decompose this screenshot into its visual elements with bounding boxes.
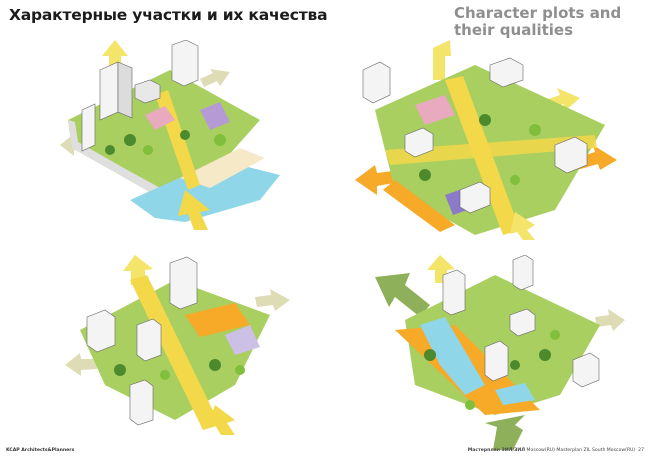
flow-arrow-icon xyxy=(200,69,230,87)
building-block-icon xyxy=(81,103,96,152)
tree-icon xyxy=(465,400,475,410)
water xyxy=(130,160,280,222)
tree-icon xyxy=(235,365,245,375)
page-title-en-line2: their qualities xyxy=(454,21,574,39)
tree-icon xyxy=(510,360,520,370)
building-block-icon xyxy=(129,379,154,426)
building-block-icon xyxy=(86,309,116,353)
building-block-icon xyxy=(489,57,524,88)
flow-arrow-icon xyxy=(375,273,430,317)
tree-icon xyxy=(550,330,560,340)
tree-icon xyxy=(180,130,190,140)
flow-arrow-icon xyxy=(595,309,625,331)
building-block-icon xyxy=(99,61,119,121)
building-block-icon xyxy=(404,127,434,158)
plot-diagram-park xyxy=(375,255,625,450)
building-block-icon xyxy=(117,61,133,119)
pink-square xyxy=(145,106,175,130)
tree-icon xyxy=(510,175,520,185)
flow-arrow-icon xyxy=(65,353,97,376)
tree-icon xyxy=(160,370,170,380)
page-title-ru: Характерные участки и их качества xyxy=(9,6,328,24)
building-block-icon xyxy=(459,181,491,214)
building-block-icon xyxy=(169,256,198,310)
flow-arrow-icon xyxy=(510,212,535,240)
water xyxy=(420,317,485,395)
tree-icon xyxy=(479,114,491,126)
flow-arrow-icon xyxy=(485,415,525,450)
tree-icon xyxy=(529,124,541,136)
central-path xyxy=(130,275,220,430)
plot-diagram-riverside xyxy=(60,40,280,230)
plot-diagram-central xyxy=(355,40,617,240)
flow-arrow-icon xyxy=(123,255,153,285)
tree-icon xyxy=(105,145,115,155)
footer-project: Мастерплан ЗИЛ/ЗИЛ Moscow(RU) Masterplan… xyxy=(468,448,644,453)
court-yard xyxy=(225,325,260,355)
tree-icon xyxy=(419,169,431,181)
building-block-icon xyxy=(442,269,466,316)
footer-firm: KCAP Architects&Planners xyxy=(6,448,75,453)
tree-icon xyxy=(214,134,226,146)
beach xyxy=(180,148,265,188)
footer-project-bold: Мастерплан ЗИЛ/ЗИЛ xyxy=(467,448,526,453)
footer-project-rest: Moscow(RU) Masterplan ZIL South Moscow(R… xyxy=(525,448,636,453)
orange-edge xyxy=(383,180,455,232)
road xyxy=(68,120,164,198)
building-block-icon xyxy=(362,61,391,104)
flow-arrow-icon xyxy=(102,40,128,70)
building-block-icon xyxy=(136,318,162,362)
tree-icon xyxy=(424,349,436,361)
pink-square xyxy=(415,95,455,125)
building-block-icon xyxy=(509,308,536,337)
plot-diagram-boulevard xyxy=(65,255,290,435)
tree-icon xyxy=(539,349,551,361)
cross-path xyxy=(385,135,597,165)
building-block-icon xyxy=(171,40,199,87)
building-block-icon xyxy=(572,352,600,388)
flow-arrow-icon xyxy=(255,289,290,311)
tree-icon xyxy=(114,364,126,376)
orange-square xyxy=(185,303,250,337)
tree-icon xyxy=(209,359,221,371)
flow-arrow-icon xyxy=(427,255,455,283)
building-block-icon xyxy=(134,79,161,104)
purple-square xyxy=(200,102,230,130)
flow-arrow-icon xyxy=(207,405,235,435)
building-block-icon xyxy=(554,136,588,174)
building-block-icon xyxy=(512,255,534,291)
page-title-en-line1: Character plots and xyxy=(454,4,622,22)
tree-icon xyxy=(143,145,153,155)
tree-icon xyxy=(124,134,136,146)
water xyxy=(495,383,535,405)
page-title-en: Character plots and their qualities xyxy=(454,5,644,39)
flow-arrow-icon xyxy=(178,190,210,230)
flow-arrow-icon xyxy=(355,165,400,195)
flow-arrow-icon xyxy=(433,40,451,80)
page-number: 27 xyxy=(638,448,644,453)
building-block-icon xyxy=(484,340,509,382)
